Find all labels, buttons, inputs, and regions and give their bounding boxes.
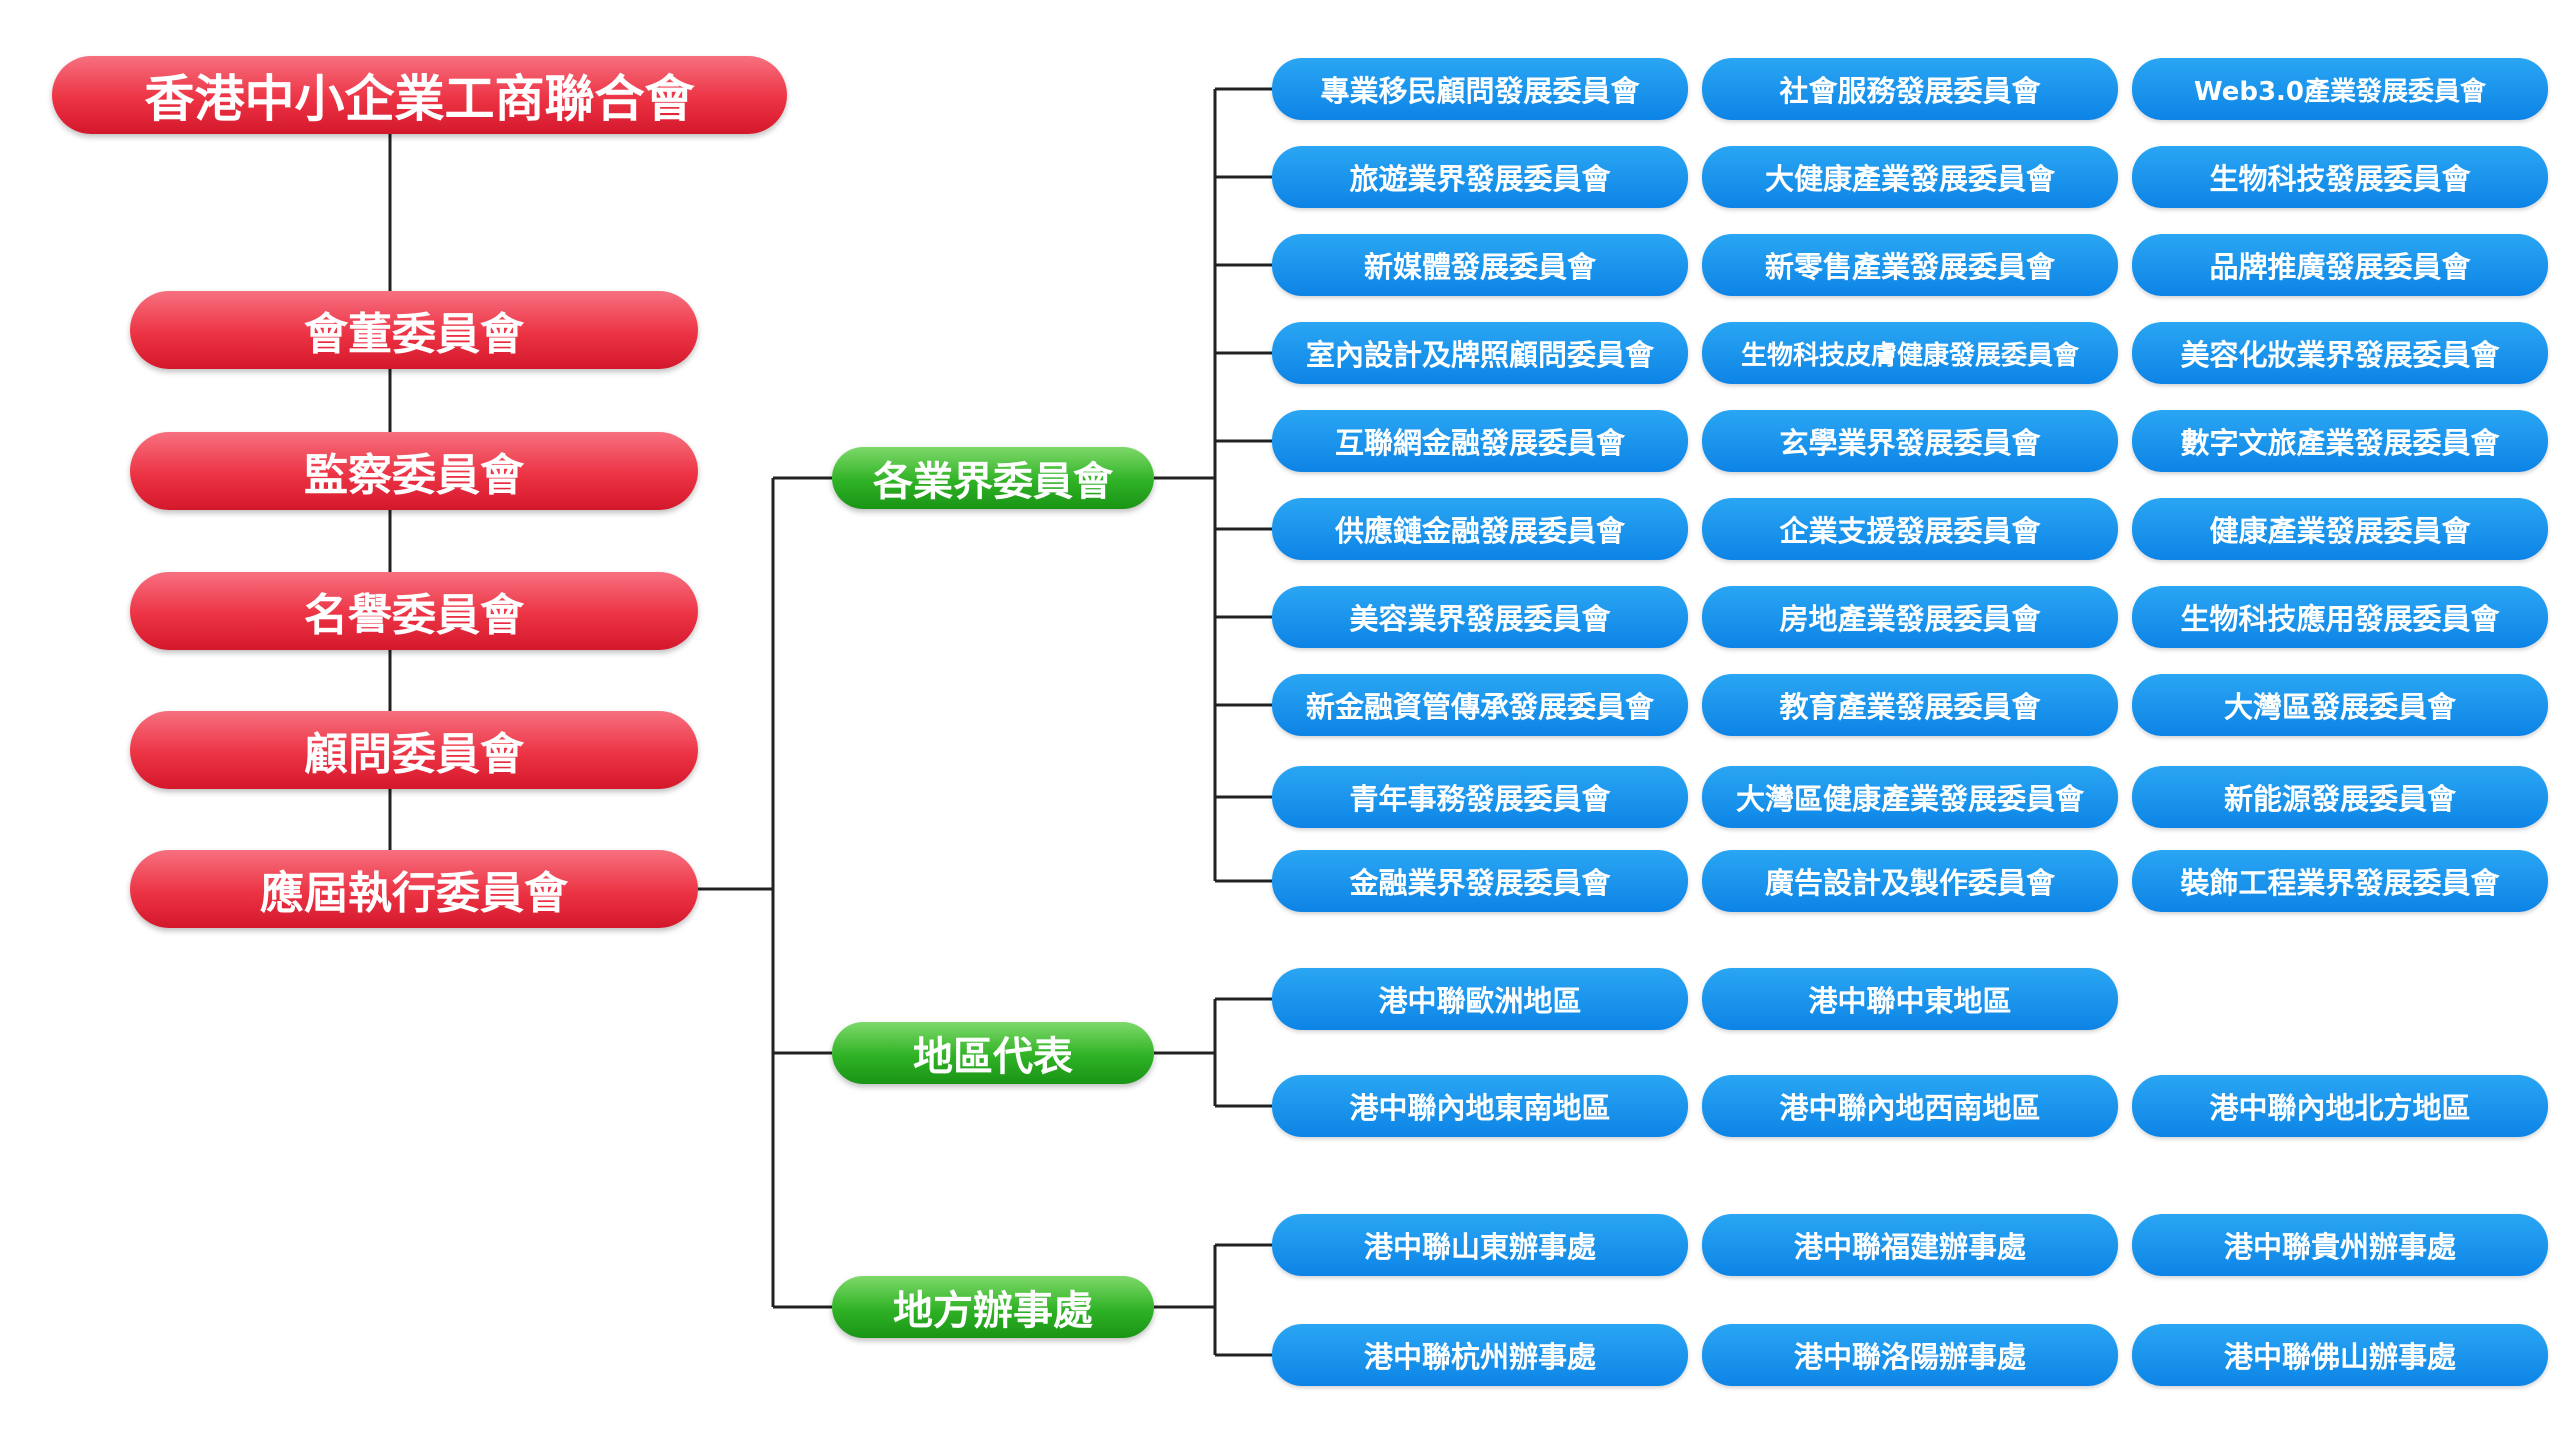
leaf-node-industry-4-0: 互聯網金融發展委員會 [1272,410,1688,472]
leaf-node-region-1-0: 港中聯內地東南地區 [1272,1075,1688,1137]
committee-node-0: 會董委員會 [130,291,698,369]
group-node-office: 地方辦事處 [832,1276,1154,1338]
committee-node-4: 應屆執行委員會 [130,850,698,928]
leaf-node-office-0-0: 港中聯山東辦事處 [1272,1214,1688,1276]
leaf-node-office-1-0: 港中聯杭州辦事處 [1272,1324,1688,1386]
leaf-node-industry-5-1: 企業支援發展委員會 [1702,498,2118,560]
leaf-node-industry-6-0: 美容業界發展委員會 [1272,586,1688,648]
leaf-node-office-0-2: 港中聯貴州辦事處 [2132,1214,2548,1276]
leaf-node-industry-2-1: 新零售產業發展委員會 [1702,234,2118,296]
committee-node-1: 監察委員會 [130,432,698,510]
leaf-node-industry-8-0: 青年事務發展委員會 [1272,766,1688,828]
leaf-node-industry-0-1: 社會服務發展委員會 [1702,58,2118,120]
leaf-node-industry-7-0: 新金融資管傳承發展委員會 [1272,674,1688,736]
group-node-region: 地區代表 [832,1022,1154,1084]
leaf-node-industry-1-0: 旅遊業界發展委員會 [1272,146,1688,208]
leaf-node-office-1-2: 港中聯佛山辦事處 [2132,1324,2548,1386]
leaf-node-industry-6-1: 房地產業發展委員會 [1702,586,2118,648]
leaf-node-industry-4-1: 玄學業界發展委員會 [1702,410,2118,472]
leaf-node-industry-0-0: 專業移民顧問發展委員會 [1272,58,1688,120]
leaf-node-industry-8-1: 大灣區健康產業發展委員會 [1702,766,2118,828]
committee-node-2: 名譽委員會 [130,572,698,650]
root-node: 香港中小企業工商聯合會 [52,56,787,134]
leaf-node-industry-1-2: 生物科技發展委員會 [2132,146,2548,208]
leaf-node-industry-8-2: 新能源發展委員會 [2132,766,2548,828]
leaf-node-industry-2-2: 品牌推廣發展委員會 [2132,234,2548,296]
leaf-node-industry-0-2: Web3.0產業發展委員會 [2132,58,2548,120]
leaf-node-industry-7-1: 教育產業發展委員會 [1702,674,2118,736]
leaf-node-region-0-1: 港中聯中東地區 [1702,968,2118,1030]
leaf-node-industry-3-1: 生物科技皮膚健康發展委員會 [1702,322,2118,384]
leaf-node-region-0-0: 港中聯歐洲地區 [1272,968,1688,1030]
leaf-node-industry-9-0: 金融業界發展委員會 [1272,850,1688,912]
leaf-node-industry-2-0: 新媒體發展委員會 [1272,234,1688,296]
leaf-node-industry-4-2: 數字文旅產業發展委員會 [2132,410,2548,472]
leaf-node-industry-6-2: 生物科技應用發展委員會 [2132,586,2548,648]
leaf-node-industry-9-2: 裝飾工程業界發展委員會 [2132,850,2548,912]
leaf-node-region-1-2: 港中聯內地北方地區 [2132,1075,2548,1137]
leaf-node-office-0-1: 港中聯福建辦事處 [1702,1214,2118,1276]
leaf-node-office-1-1: 港中聯洛陽辦事處 [1702,1324,2118,1386]
leaf-node-industry-9-1: 廣告設計及製作委員會 [1702,850,2118,912]
leaf-node-region-1-1: 港中聯內地西南地區 [1702,1075,2118,1137]
leaf-node-industry-5-2: 健康產業發展委員會 [2132,498,2548,560]
leaf-node-industry-1-1: 大健康產業發展委員會 [1702,146,2118,208]
leaf-node-industry-7-2: 大灣區發展委員會 [2132,674,2548,736]
committee-node-3: 顧問委員會 [130,711,698,789]
group-node-industry: 各業界委員會 [832,447,1154,509]
leaf-node-industry-5-0: 供應鏈金融發展委員會 [1272,498,1688,560]
leaf-node-industry-3-0: 室內設計及牌照顧問委員會 [1272,322,1688,384]
leaf-node-industry-3-2: 美容化妝業界發展委員會 [2132,322,2548,384]
